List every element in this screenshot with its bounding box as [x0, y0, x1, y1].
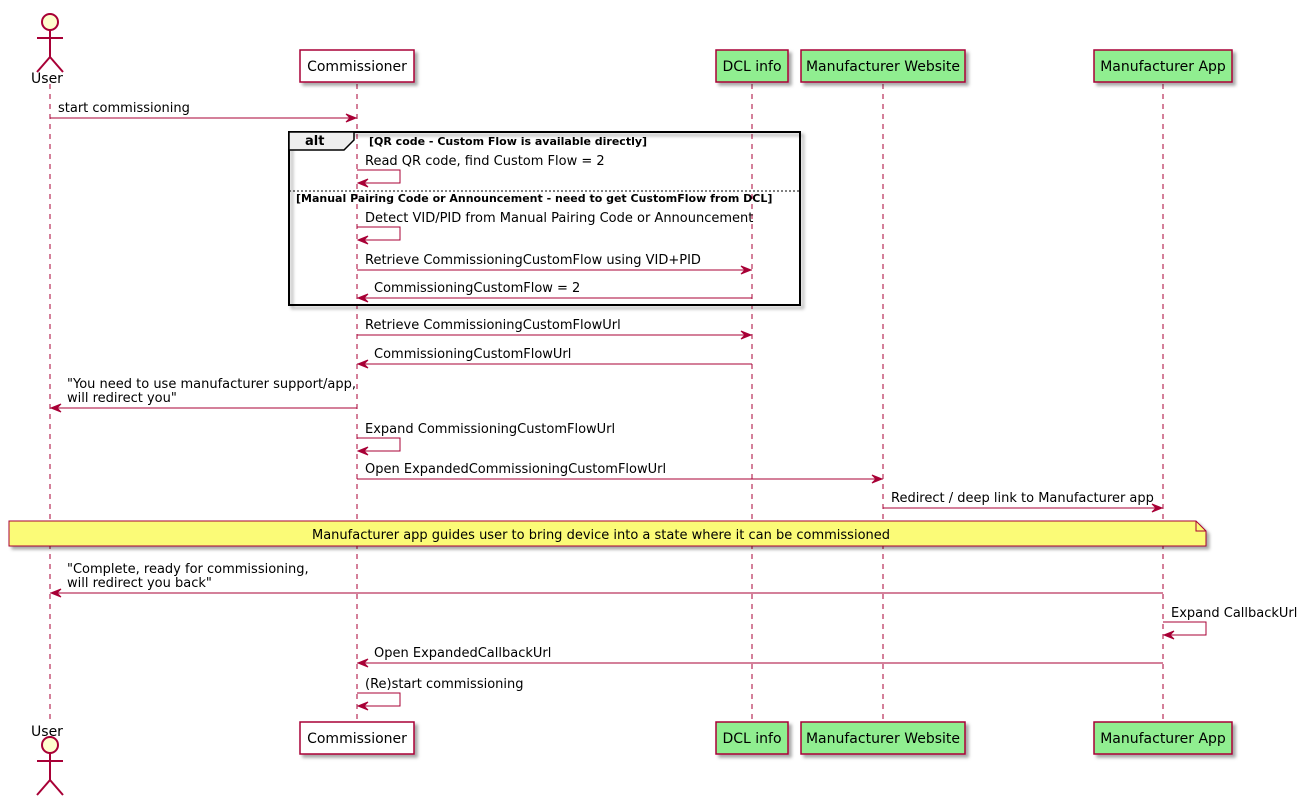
participant-label: User [31, 724, 63, 740]
participant-app-bottom: Manufacturer App [1093, 721, 1233, 755]
message-15: (Re)start commissioning [356, 677, 524, 711]
participant-label: Manufacturer Website [806, 731, 960, 747]
participant-user-bottom: User [31, 724, 64, 796]
message-3: Detect VID/PID from Manual Pairing Code … [356, 211, 753, 245]
message-1: start commissioning [50, 101, 358, 123]
message-label: Retrieve CommissioningCustomFlow using V… [365, 253, 701, 268]
message-13: Expand CallbackUrl [1162, 606, 1297, 640]
message-label: Expand CommissioningCustomFlowUrl [365, 422, 615, 437]
message-7: CommissioningCustomFlowUrl [356, 347, 752, 369]
actor-icon [36, 13, 64, 73]
participant-label: Manufacturer App [1100, 731, 1226, 747]
message-label: CommissioningCustomFlow = 2 [374, 281, 580, 296]
message-12: "Complete, ready for commissioning, will… [49, 562, 1163, 598]
message-label: (Re)start commissioning [365, 677, 524, 692]
message-2: Read QR code, find Custom Flow = 2 [356, 154, 605, 188]
message-4: Retrieve CommissioningCustomFlow using V… [357, 253, 753, 275]
message-label: Detect VID/PID from Manual Pairing Code … [365, 211, 753, 226]
message-5: CommissioningCustomFlow = 2 [356, 281, 752, 303]
participant-label: User [31, 71, 63, 87]
participant-web-bottom: Manufacturer Website [800, 721, 966, 755]
message-label: Redirect / deep link to Manufacturer app [891, 491, 1154, 506]
message-label: will redirect you back" [67, 576, 212, 591]
participant-label: Commissioner [307, 731, 407, 747]
alt-fragment: alt [QR code - Custom Flow is available d… [288, 131, 801, 306]
message-11: Redirect / deep link to Manufacturer app [883, 491, 1164, 513]
message-10: Open ExpandedCommissioningCustomFlowUrl [357, 462, 884, 484]
participant-web-top: Manufacturer Website [800, 49, 966, 83]
message-label: "You need to use manufacturer support/ap… [67, 377, 356, 392]
participant-app-top: Manufacturer App [1093, 49, 1233, 83]
alt-condition-2: [Manual Pairing Code or Announcement - n… [296, 192, 772, 205]
message-label: CommissioningCustomFlowUrl [374, 347, 571, 362]
participant-label: Commissioner [307, 59, 407, 75]
note-text: Manufacturer app guides user to bring de… [312, 528, 890, 543]
message-label: start commissioning [58, 101, 190, 116]
participant-label: Manufacturer App [1100, 59, 1226, 75]
message-14: Open ExpandedCallbackUrl [356, 646, 1163, 668]
message-label: Open ExpandedCallbackUrl [374, 646, 551, 661]
message-label: Expand CallbackUrl [1171, 606, 1297, 621]
participant-label: Manufacturer Website [806, 59, 960, 75]
actor-icon [36, 736, 64, 796]
participant-comm-bottom: Commissioner [299, 721, 415, 755]
note: Manufacturer app guides user to bring de… [8, 520, 1207, 547]
message-9: Expand CommissioningCustomFlowUrl [356, 422, 615, 456]
alt-condition-1: [QR code - Custom Flow is available dire… [369, 135, 647, 148]
message-8: "You need to use manufacturer support/ap… [49, 377, 357, 413]
message-label: Open ExpandedCommissioningCustomFlowUrl [365, 462, 666, 477]
message-6: Retrieve CommissioningCustomFlowUrl [357, 318, 753, 340]
participant-label: DCL info [722, 59, 781, 75]
alt-keyword: alt [305, 134, 324, 149]
message-label: Retrieve CommissioningCustomFlowUrl [365, 318, 621, 333]
message-label: Read QR code, find Custom Flow = 2 [365, 154, 605, 169]
participant-dcl-top: DCL info [715, 49, 789, 83]
participant-user-top: User [31, 13, 64, 87]
participant-comm-top: Commissioner [299, 49, 415, 83]
alt-tab [288, 131, 355, 151]
participant-label: DCL info [722, 731, 781, 747]
participant-dcl-bottom: DCL info [715, 721, 789, 755]
message-label: will redirect you" [67, 391, 177, 406]
message-label: "Complete, ready for commissioning, [67, 562, 309, 577]
